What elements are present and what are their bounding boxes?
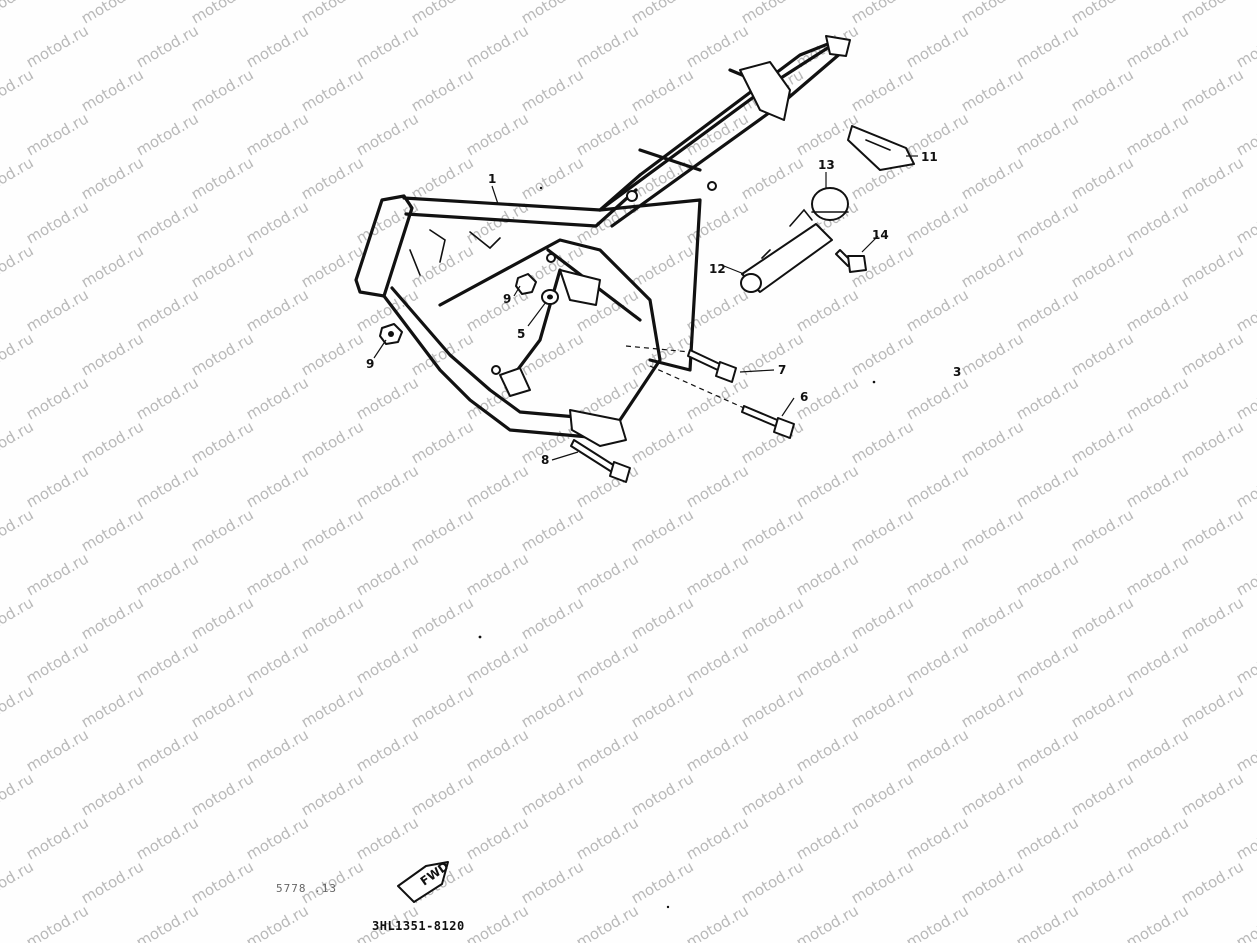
cover-11	[847, 125, 915, 171]
main-frame	[354, 35, 851, 447]
bolt-7-axis-line	[625, 345, 691, 353]
callout-11: 11	[921, 150, 938, 164]
callout-14: 14	[872, 228, 889, 242]
callout-8: 8	[541, 453, 549, 467]
callout-5: 5	[517, 327, 525, 341]
callout-1: 1	[488, 172, 496, 186]
callout-7: 7	[778, 363, 786, 377]
callout-12: 12	[709, 262, 726, 276]
tube-12	[740, 208, 833, 293]
nut-9-upper	[515, 273, 537, 295]
leader-lines	[373, 155, 918, 461]
washer-5	[541, 289, 559, 305]
bolt-14	[835, 249, 867, 273]
bolt-7	[687, 349, 737, 383]
cap-13	[811, 187, 849, 221]
callout-6: 6	[800, 390, 808, 404]
callout-9-lower: 9	[366, 357, 374, 371]
callout-3: 3	[953, 365, 961, 379]
callout-9-upper: 9	[503, 292, 511, 306]
faint-reference-text: 5778 .13	[276, 882, 337, 895]
bolt-8	[570, 439, 631, 483]
nut-9-lower	[379, 323, 403, 345]
callout-13: 13	[818, 158, 835, 172]
bolt-6-axis-line	[649, 365, 745, 409]
fwd-arrow-icon: FWD	[397, 859, 451, 903]
bolt-6	[741, 405, 795, 439]
diagram-code: 3HL1351-8120	[372, 919, 465, 933]
